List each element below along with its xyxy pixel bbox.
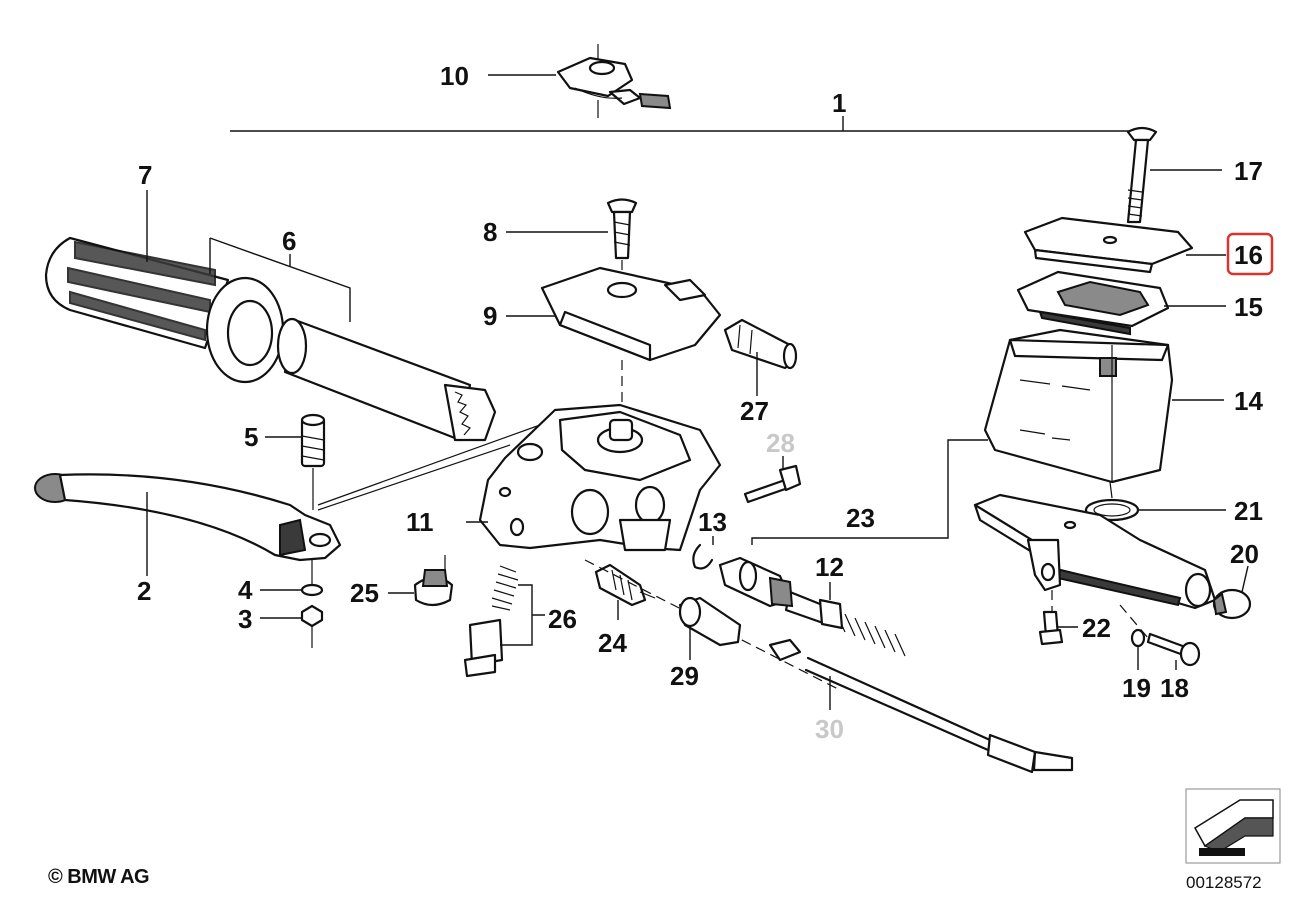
- part-20-cap[interactable]: [1212, 588, 1252, 620]
- part-9-housing-cover[interactable]: [540, 266, 722, 362]
- callout-6: 6: [282, 226, 296, 256]
- callout-4: 4: [238, 575, 253, 605]
- part-26-spring-screw[interactable]: [463, 565, 519, 678]
- diagram-number: 00128572: [1186, 873, 1262, 892]
- callout-29: 29: [670, 661, 699, 691]
- part-17-long-screw[interactable]: [1126, 126, 1158, 224]
- part-13-circlip[interactable]: [692, 543, 714, 570]
- callout-18: 18: [1160, 673, 1189, 703]
- part-14-reservoir[interactable]: [983, 328, 1174, 484]
- part-27-rubber-boot[interactable]: [723, 318, 798, 370]
- callout-24: 24: [598, 628, 627, 658]
- part-10-switch[interactable]: [556, 44, 672, 118]
- part-6-throttle-tube[interactable]: [276, 317, 497, 442]
- callout-9: 9: [483, 301, 497, 331]
- callout-28: 28: [766, 428, 795, 458]
- part-19-lock-washer[interactable]: [1130, 628, 1146, 648]
- callout-27: 27: [740, 396, 769, 426]
- callout-16: 16: [1234, 240, 1263, 270]
- part-28-screw[interactable]: [743, 464, 802, 504]
- callout-22: 22: [1082, 613, 1111, 643]
- callout-25: 25: [350, 578, 379, 608]
- callout-19: 19: [1122, 673, 1151, 703]
- part-16-reservoir-lid[interactable]: [1023, 216, 1194, 274]
- callout-26: 26: [548, 604, 577, 634]
- leader-20: [1241, 565, 1249, 593]
- part-2-hand-lever[interactable]: [34, 473, 342, 562]
- part-24-brake-light-switch[interactable]: [594, 563, 656, 607]
- part-12-piston-spring[interactable]: [718, 556, 906, 657]
- part-11-lever-housing[interactable]: [478, 403, 722, 552]
- part-29-adjuster-sleeve[interactable]: [678, 596, 742, 647]
- callout-23: 23: [846, 503, 875, 533]
- part-8-screw[interactable]: [606, 198, 638, 260]
- part-23-master-cylinder[interactable]: [973, 493, 1217, 610]
- part-5-set-screw[interactable]: [300, 413, 326, 468]
- copyright-text: © BMW AG: [48, 866, 150, 888]
- highlight-box-16: [1226, 232, 1274, 276]
- part-30-cable[interactable]: [768, 638, 1074, 774]
- part-18-bolt[interactable]: [1146, 632, 1201, 667]
- bracket-26: [500, 584, 545, 646]
- callout-3: 3: [238, 604, 252, 634]
- callout-11: 11: [406, 507, 434, 537]
- callout-13: 13: [698, 507, 727, 537]
- part-22-screw[interactable]: [1038, 610, 1064, 646]
- callout-30: 30: [815, 714, 844, 744]
- part-15-diaphragm[interactable]: [1016, 270, 1170, 336]
- callout-17: 17: [1234, 156, 1263, 186]
- callout-12: 12: [815, 552, 844, 582]
- callout-1: 1: [832, 88, 846, 118]
- callout-7: 7: [138, 160, 152, 190]
- callout-15: 15: [1234, 292, 1263, 322]
- part-7-grip-rubber[interactable]: [44, 236, 285, 384]
- callout-8: 8: [483, 217, 497, 247]
- bracket-23: [751, 439, 988, 545]
- callout-10: 10: [440, 61, 469, 91]
- part-25-plug[interactable]: [413, 569, 454, 607]
- callout-5: 5: [244, 422, 258, 452]
- bracket-6: [209, 237, 351, 322]
- callout-14: 14: [1234, 386, 1263, 416]
- part-4-washer[interactable]: [300, 583, 324, 597]
- callout-20: 20: [1230, 539, 1259, 569]
- callout-21: 21: [1234, 496, 1263, 526]
- part-3-nut[interactable]: [300, 604, 324, 628]
- callout-2: 2: [137, 576, 151, 606]
- view-direction-icon: [1185, 788, 1281, 864]
